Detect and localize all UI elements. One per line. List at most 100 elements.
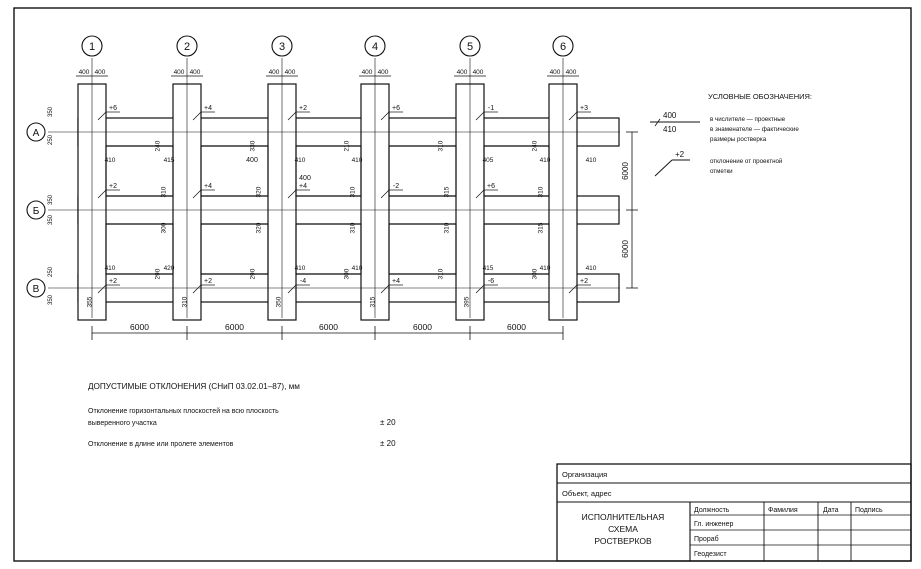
legend-dev-leader bbox=[654, 159, 673, 177]
axis-bubble-number bbox=[459, 35, 481, 57]
legend-frac-bottom: 410 bbox=[663, 125, 677, 134]
deviation-value: +2 bbox=[109, 183, 117, 190]
deviation-value: -2 bbox=[393, 183, 399, 190]
deviation-leader bbox=[287, 284, 297, 294]
deviation-leader bbox=[380, 189, 390, 199]
beam-value: 415 bbox=[483, 265, 494, 272]
deviation-value: +3 bbox=[580, 105, 588, 112]
legend-frac-desc-1: в числителе — проектные bbox=[710, 116, 786, 123]
beam-value-vertical: 300 bbox=[532, 268, 539, 279]
axis-number-label: 2 bbox=[184, 41, 190, 53]
deviation-value: +6 bbox=[392, 105, 400, 112]
axis-bubble-number bbox=[176, 35, 198, 57]
dim-edge: 350 bbox=[48, 194, 54, 205]
beam-value-vertical: 310 bbox=[182, 296, 189, 307]
legend-dev-desc-2: отметки bbox=[710, 168, 733, 175]
beam-value: 410 bbox=[586, 157, 597, 164]
deviation-value: +6 bbox=[109, 105, 117, 112]
tolerances: ДОПУСТИМЫЕ ОТКЛОНЕНИЯ (СНиП 03.02.01–87)… bbox=[88, 382, 396, 448]
legend-dev-desc-1: отклонение от проектной bbox=[710, 158, 783, 165]
deviation-value: +2 bbox=[580, 278, 588, 285]
beam-value-vertical: 310 bbox=[350, 222, 357, 233]
dim-span: 6000 bbox=[507, 322, 526, 332]
deviation-value: +2 bbox=[299, 105, 307, 112]
dim-column-width: 400 bbox=[550, 69, 561, 76]
beam-value-vertical: 240 bbox=[155, 140, 162, 151]
deviation-leader bbox=[380, 111, 390, 121]
dim-edge: 350 bbox=[48, 294, 54, 305]
deviation-leader bbox=[192, 284, 202, 294]
tolerance-item1-line1: Отклонение горизонтальных плоскостей на … bbox=[88, 407, 279, 415]
title-object: Объект, адрес bbox=[562, 489, 612, 498]
legend-dev-sign: +2 bbox=[675, 150, 685, 159]
deviation-value: -1 bbox=[488, 105, 494, 112]
cell-opening bbox=[105, 145, 174, 197]
beam-value-vertical: 310 bbox=[161, 186, 168, 197]
beam-value-vertical: 320 bbox=[256, 186, 263, 197]
deviation-leader bbox=[475, 189, 485, 199]
beam-value: 410 bbox=[295, 265, 306, 272]
legend: УСЛОВНЫЕ ОБОЗНАЧЕНИЯ: 400 410 в числител… bbox=[650, 92, 812, 177]
axis-number-label: 5 bbox=[467, 41, 473, 53]
title-role-1: Гл. инженер bbox=[694, 521, 733, 528]
deviation-leader bbox=[97, 111, 107, 121]
beam-value-vertical: 310 bbox=[538, 186, 545, 197]
axis-markers-letters: АБВ bbox=[26, 122, 46, 298]
deviation-value: +4 bbox=[204, 183, 212, 190]
dim-span: 6000 bbox=[413, 322, 432, 332]
deviation-leader bbox=[475, 284, 485, 294]
dim-column-width: 400 bbox=[95, 69, 106, 76]
cell-opening bbox=[388, 145, 457, 197]
cell-opening bbox=[200, 145, 269, 197]
dim-edge: 250 bbox=[48, 266, 54, 277]
deviation-leader bbox=[97, 189, 107, 199]
beam-value-vertical: 210 bbox=[344, 140, 351, 151]
beam-value: 410 bbox=[586, 265, 597, 272]
title-role-2: Прораб bbox=[694, 535, 719, 543]
dim-span: 6000 bbox=[319, 322, 338, 332]
beam-value: 410 bbox=[295, 157, 306, 164]
beam-value-vertical: 395 bbox=[464, 296, 471, 307]
sheet-frame bbox=[13, 7, 912, 562]
title-col-date: Дата bbox=[823, 507, 839, 514]
tolerance-item1-value: ± 20 bbox=[380, 418, 396, 427]
deviation-value: +4 bbox=[204, 105, 212, 112]
beam-value-vertical: 310 bbox=[438, 140, 445, 151]
title-block: Организация Объект, адрес ИСПОЛНИТЕЛЬНАЯ… bbox=[556, 463, 912, 562]
legend-frac-desc-3: размеры ростверка bbox=[710, 136, 767, 143]
cell-opening bbox=[483, 145, 550, 197]
title-doc-1: ИСПОЛНИТЕЛЬНАЯ bbox=[582, 512, 665, 522]
tolerances-title: ДОПУСТИМЫЕ ОТКЛОНЕНИЯ (СНиП 03.02.01–87)… bbox=[88, 382, 300, 391]
deviation-value: -6 bbox=[488, 278, 494, 285]
beam-value: 405 bbox=[483, 157, 494, 164]
axis-number-label: 4 bbox=[372, 41, 378, 53]
beam-value: 420 bbox=[164, 265, 175, 272]
beam-value-vertical: 300 bbox=[344, 268, 351, 279]
dim-column-width: 400 bbox=[566, 69, 577, 76]
beam-value: 415 bbox=[164, 157, 175, 164]
title-col-sign: Подпись bbox=[855, 507, 883, 514]
beam-value-vertical: 240 bbox=[532, 140, 539, 151]
cell-opening bbox=[295, 145, 362, 197]
dim-span: 6000 bbox=[225, 322, 244, 332]
deviation-value: +4 bbox=[299, 183, 307, 190]
dim-column-width: 400 bbox=[269, 69, 280, 76]
title-doc-2: СХЕМА bbox=[608, 524, 638, 534]
dim-column-width: 400 bbox=[174, 69, 185, 76]
deviation-value: +6 bbox=[487, 183, 495, 190]
beam-value-vertical: 300 bbox=[161, 222, 168, 233]
dim-edge: 350 bbox=[48, 106, 54, 117]
dim-column-width: 400 bbox=[473, 69, 484, 76]
tolerance-item2-value: ± 20 bbox=[380, 439, 396, 448]
tolerance-item2: Отклонение в длине или пролете элементов bbox=[88, 441, 234, 448]
axis-number-label: 6 bbox=[560, 41, 566, 53]
tolerance-item1-line2: выверенного участка bbox=[88, 420, 157, 427]
axis-bubble-letter bbox=[26, 122, 46, 142]
beam-value-vertical: 330 bbox=[250, 140, 257, 151]
beam-value-vertical: 315 bbox=[370, 296, 377, 307]
dim-column-width: 400 bbox=[378, 69, 389, 76]
cell-opening bbox=[200, 223, 269, 275]
legend-frac-tick bbox=[654, 118, 661, 127]
